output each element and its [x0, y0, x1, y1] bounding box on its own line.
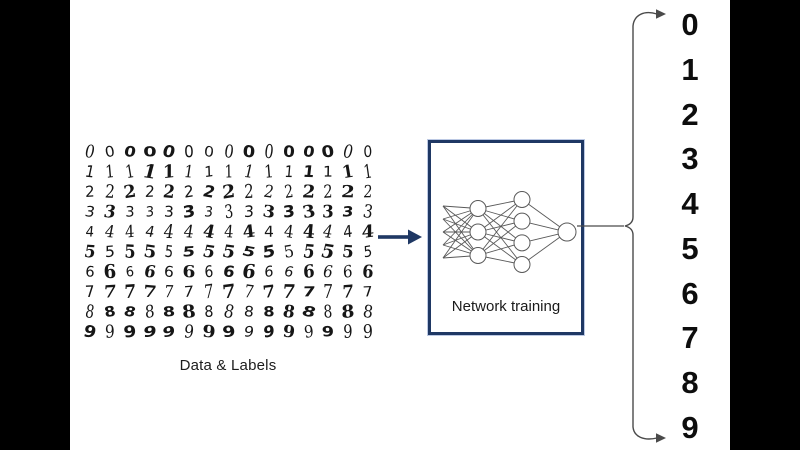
mnist-sample-digit: 2	[84, 182, 95, 201]
mnist-sample-digit: 9	[321, 323, 335, 341]
mnist-sample-digit: 7	[301, 283, 316, 300]
network-connection-line	[477, 231, 523, 265]
output-class-label: 8	[681, 365, 699, 401]
output-class-label: 9	[681, 409, 699, 445]
mnist-sample-digit: 4	[263, 222, 274, 241]
network-neuron-node	[513, 234, 531, 252]
network-connection-line	[442, 205, 479, 256]
mnist-sample-digit: 1	[323, 162, 334, 181]
output-class-label: 5	[681, 230, 699, 266]
network-connection-line	[477, 208, 523, 265]
mnist-sample-digit: 3	[124, 202, 135, 221]
mnist-sample-digit: 9	[281, 320, 296, 343]
network-connection-line	[477, 220, 523, 256]
network-neuron-node	[513, 212, 531, 230]
network-neuron-node	[513, 191, 531, 208]
bracket-top-arrowhead	[656, 9, 666, 19]
mnist-sample-digit: 4	[84, 222, 95, 241]
output-class-label: 6	[681, 275, 699, 311]
output-bracket	[577, 9, 666, 443]
mnist-sample-digit: 8	[243, 302, 255, 321]
data-labels-caption: Data & Labels	[179, 357, 277, 374]
output-digit-list: 0 1 2 3 4 5 6 7 8 9	[668, 9, 712, 443]
neural-network-diagram	[442, 191, 577, 273]
network-neuron-node	[557, 222, 577, 242]
mnist-sample-digit: 3	[243, 201, 255, 222]
mnist-sample-digit: 1	[302, 161, 315, 182]
mnist-sample-digit: 6	[124, 263, 135, 281]
output-class-label: 0	[681, 7, 699, 42]
output-class-label: 7	[681, 320, 699, 356]
mnist-sample-digit: 1	[204, 162, 215, 181]
mnist-sample-digit: 6	[182, 261, 196, 282]
mnist-sample-digit: 3	[204, 203, 215, 220]
mnist-sample-digit: 9	[83, 320, 97, 343]
mnist-sample-digit: 8	[221, 300, 237, 323]
mnist-sample-digit: 7	[182, 282, 196, 301]
mnist-sample-digit: 3	[341, 203, 355, 220]
bracket-bottom-arrowhead	[656, 433, 666, 443]
arrow-head	[408, 229, 422, 245]
network-connection-line	[477, 199, 523, 256]
mnist-sample-digit: 1	[83, 161, 97, 182]
mnist-sample-digit: 9	[362, 320, 374, 343]
network-neuron-node	[513, 256, 531, 273]
mnist-sample-digit: 4	[104, 221, 115, 242]
network-connection-line	[477, 208, 523, 244]
mnist-sample-digit: 8	[323, 301, 334, 322]
mnist-sample-digit: 7	[362, 283, 374, 301]
mnist-sample-digit: 8	[262, 303, 275, 320]
network-neuron-node	[469, 247, 487, 264]
mnist-sample-digit: 9	[104, 320, 115, 343]
mnist-sample-digit: 2	[340, 181, 356, 202]
mnist-sample-digit: 9	[343, 320, 353, 343]
arrow-shaft	[378, 235, 409, 239]
output-class-label: 2	[681, 96, 699, 132]
mnist-sample-digit: 2	[243, 179, 254, 204]
network-neuron-node	[469, 223, 487, 241]
mnist-sample-digit: 3	[145, 202, 154, 221]
mnist-sample-digit: 5	[341, 241, 355, 262]
mnist-sample-digit: 8	[123, 302, 136, 321]
mnist-sample-digit: 6	[283, 262, 294, 281]
output-class-label: 1	[681, 51, 699, 87]
letterbox-right	[730, 0, 800, 450]
output-class-label: 3	[681, 141, 699, 177]
mnist-sample-digit: 0	[184, 141, 195, 162]
network-box-label: Network training	[451, 298, 561, 315]
mnist-sample-digit: 7	[163, 281, 176, 302]
flow-arrow-right-icon	[378, 229, 422, 245]
mnist-sample-digit: 6	[361, 260, 375, 283]
mnist-sample-digit: 4	[241, 220, 257, 243]
bracket-curve	[624, 11, 658, 440]
letterbox-left	[0, 0, 70, 450]
mnist-sample-digit: 9	[242, 322, 256, 341]
mnist-sample-digit: 4	[361, 220, 375, 243]
mnist-sample-digit: 0	[282, 141, 295, 162]
mnist-sample-digit: 8	[102, 302, 117, 321]
output-class-label: 4	[681, 186, 699, 222]
mnist-sample-digit: 3	[103, 200, 116, 222]
mnist-sample-digit: 6	[84, 262, 96, 281]
network-connection-line	[477, 199, 523, 233]
mnist-sample-digit: 0	[203, 142, 216, 161]
network-connection-line	[442, 208, 479, 259]
mnist-sample-digit: 5	[361, 242, 375, 261]
mnist-sample-digit: 2	[121, 180, 138, 203]
mnist-sample-digit: 8	[204, 302, 215, 321]
mnist-sample-digit: 6	[264, 262, 274, 281]
network-training-box: Network training	[428, 140, 584, 335]
mnist-sample-digit: 3	[83, 202, 97, 221]
mnist-sample-digit: 6	[142, 261, 158, 282]
mnist-sample-digit: 7	[102, 280, 117, 302]
network-neuron-node	[469, 200, 487, 217]
mnist-sample-digit: 8	[301, 302, 316, 322]
mnist-sample-digit: 6	[302, 260, 315, 283]
